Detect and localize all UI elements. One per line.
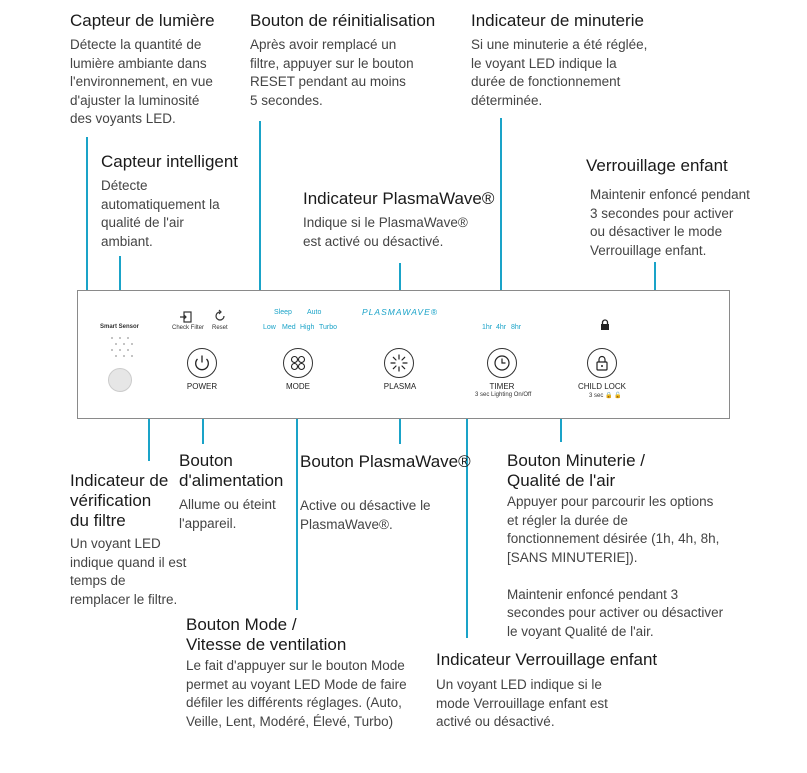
check-filter-icon [180,311,192,323]
connector-reset [259,121,261,303]
plasmawave-logo: PLASMAWAVE® [362,307,439,317]
speed-turbo: Turbo [319,324,338,331]
smart-sensor-title: Capteur intelligent [101,152,239,171]
connector-mode [296,398,298,610]
power-icon [195,355,209,371]
child-lock-button[interactable] [587,348,617,378]
mode-button-desc: Le fait d'appuyer sur le bouton Mode per… [186,658,407,729]
power-label: POWER [186,382,218,391]
plasmawave-indicator-desc: Indique si le PlasmaWave® est activé ou … [303,215,468,249]
connector-light-sensor [86,137,88,380]
plasma-button[interactable] [384,348,414,378]
mode-icon [290,355,306,371]
check-filter-desc: Un voyant LED indique quand il est temps… [70,536,187,607]
timer-sub-label: 3 sec Lighting On/Off [475,392,532,398]
reset-icon[interactable] [213,309,227,323]
connector-lock-ind [466,396,468,638]
smart-sensor-dots-icon [111,337,133,357]
timer-indicator-title: Indicateur de minuterie [471,11,644,30]
light-sensor-window [108,368,132,392]
mode-label: MODE [286,382,310,391]
timer-button-title: Bouton Minuterie / Qualité de l'air [507,451,645,490]
child-lock-title: Verrouillage enfant [586,156,728,175]
smart-sensor-label: Smart Sensor [100,324,140,330]
speed-low: Low [263,324,276,331]
timer-8hr: 8hr [511,324,522,331]
control-panel: Smart Sensor Check Filter Reset Sleep Au… [77,290,730,419]
plasmawave-button-title: Bouton PlasmaWave® [300,452,471,471]
timer-indicator-desc: Si une minuterie a été réglée, le voyant… [471,37,648,108]
connector-power [202,398,204,444]
connector-timer-ind [500,118,502,318]
child-lock-desc: Maintenir enfoncé pendant 3 secondes pou… [590,187,750,258]
child-lock-indicator-icon [601,319,609,330]
check-filter-label: Check Filter [172,325,205,331]
reset-desc: Après avoir remplacé un filtre, appuyer … [250,37,414,108]
power-button[interactable] [187,348,217,378]
connector-smart-sensor [119,256,121,322]
reset-title: Bouton de réinitialisation [250,11,436,30]
auto-indicator: Auto [307,309,322,316]
timer-1hr: 1hr [482,324,493,331]
connector-plasmawave-ind [399,263,401,310]
check-filter-title: Indicateur de vérification du filtre [70,471,169,530]
sleep-indicator: Sleep [274,309,292,316]
child-lock-label: CHILD LOCK [577,382,627,391]
lock-icon [596,355,608,371]
plasma-label: PLASMA [383,382,417,391]
smart-sensor-desc: Détecte automatiquement la qualité de l'… [101,178,220,249]
power-button-title: Bouton d'alimentation [179,451,284,490]
timer-button[interactable] [487,348,517,378]
mode-button-title: Bouton Mode / Vitesse de ventilation [186,615,347,654]
mode-button[interactable] [283,348,313,378]
clock-icon [494,355,510,371]
lock-indicator-title: Indicateur Verrouillage enfant [436,650,658,669]
plasma-icon [390,354,408,372]
light-sensor-title: Capteur de lumière [70,11,215,30]
plasmawave-button-desc: Active ou désactive le PlasmaWave®. [300,498,431,532]
timer-button-desc: Appuyer pour parcourir les options et ré… [507,494,724,639]
power-button-desc: Allume ou éteint l'appareil. [179,497,276,531]
plasmawave-indicator-title: Indicateur PlasmaWave® [303,189,495,208]
speed-high: High [300,324,315,331]
child-lock-sub-label: 3 sec 🔒 🔓 [589,393,622,399]
timer-label: TIMER [489,382,515,391]
connector-plasma [399,398,401,444]
reset-label: Reset [212,325,228,331]
light-sensor-desc: Détecte la quantité de lumière ambiante … [70,37,213,126]
lock-indicator-desc: Un voyant LED indique si le mode Verroui… [436,677,608,729]
speed-med: Med [282,324,296,331]
timer-4hr: 4hr [496,324,507,331]
